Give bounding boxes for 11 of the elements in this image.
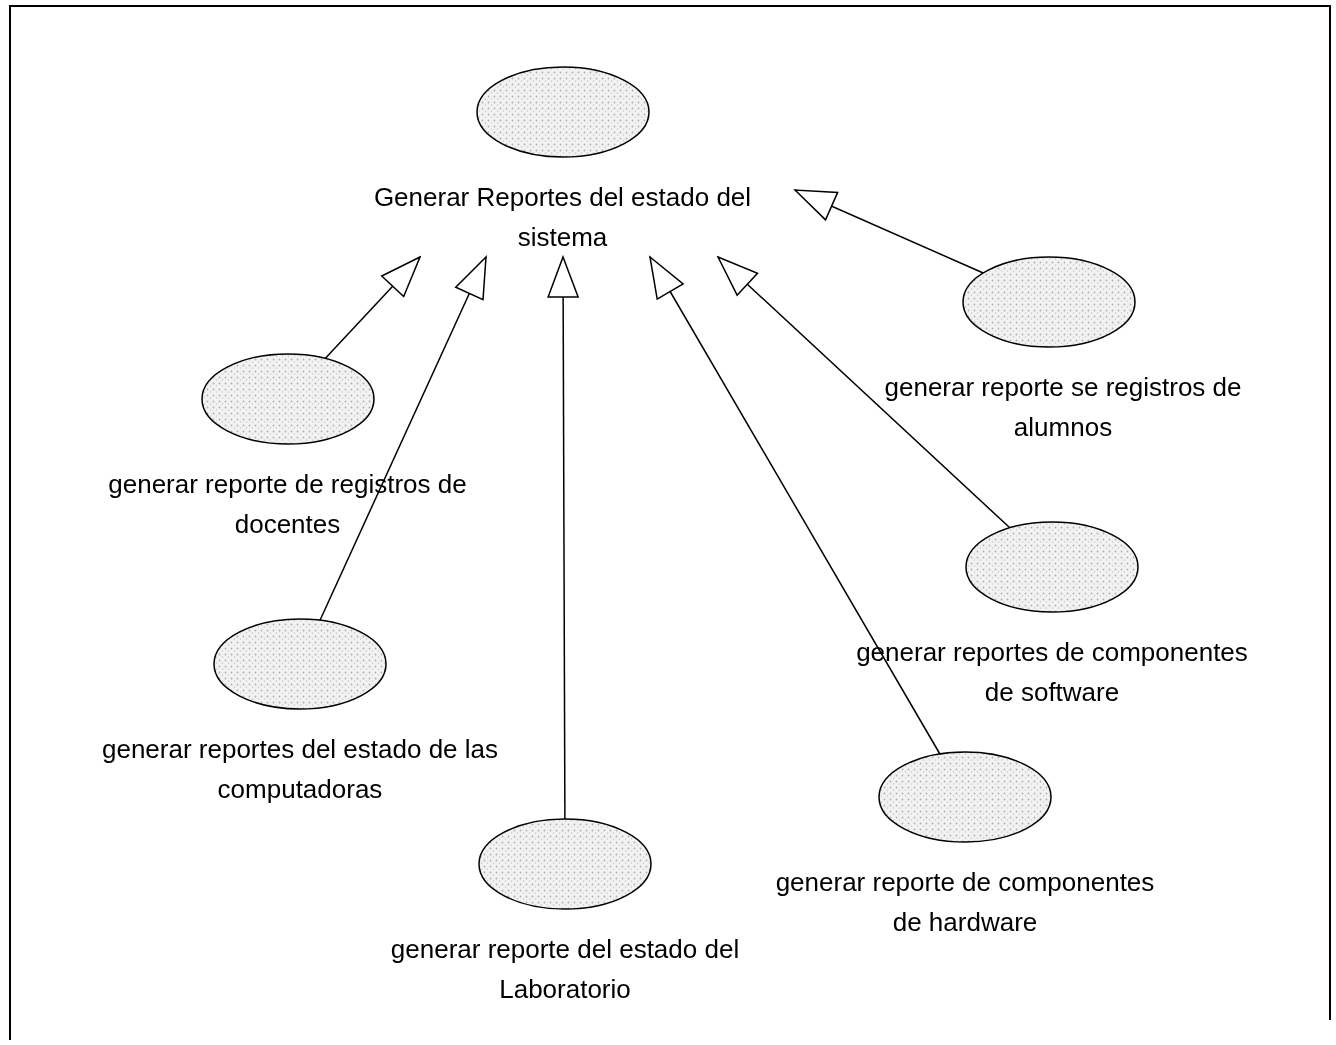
use-case-label: Generar Reportes del estado del sistema xyxy=(372,181,753,254)
use-case-label: generar reporte se registros de alumnos xyxy=(883,371,1243,444)
generalization-arrow xyxy=(547,256,579,820)
generalization-arrow xyxy=(649,256,941,755)
generalization-arrow xyxy=(324,256,421,360)
use-case-label: generar reporte de componentes de hardware xyxy=(774,866,1156,939)
use-case-label: generar reporte del estado del Laboratorio xyxy=(389,933,741,1006)
generalization-arrow xyxy=(717,256,1011,529)
generalization-arrow xyxy=(319,256,487,621)
generalization-arrow xyxy=(794,189,984,274)
use-case-label: generar reportes del estado de las computadoras xyxy=(101,733,499,806)
